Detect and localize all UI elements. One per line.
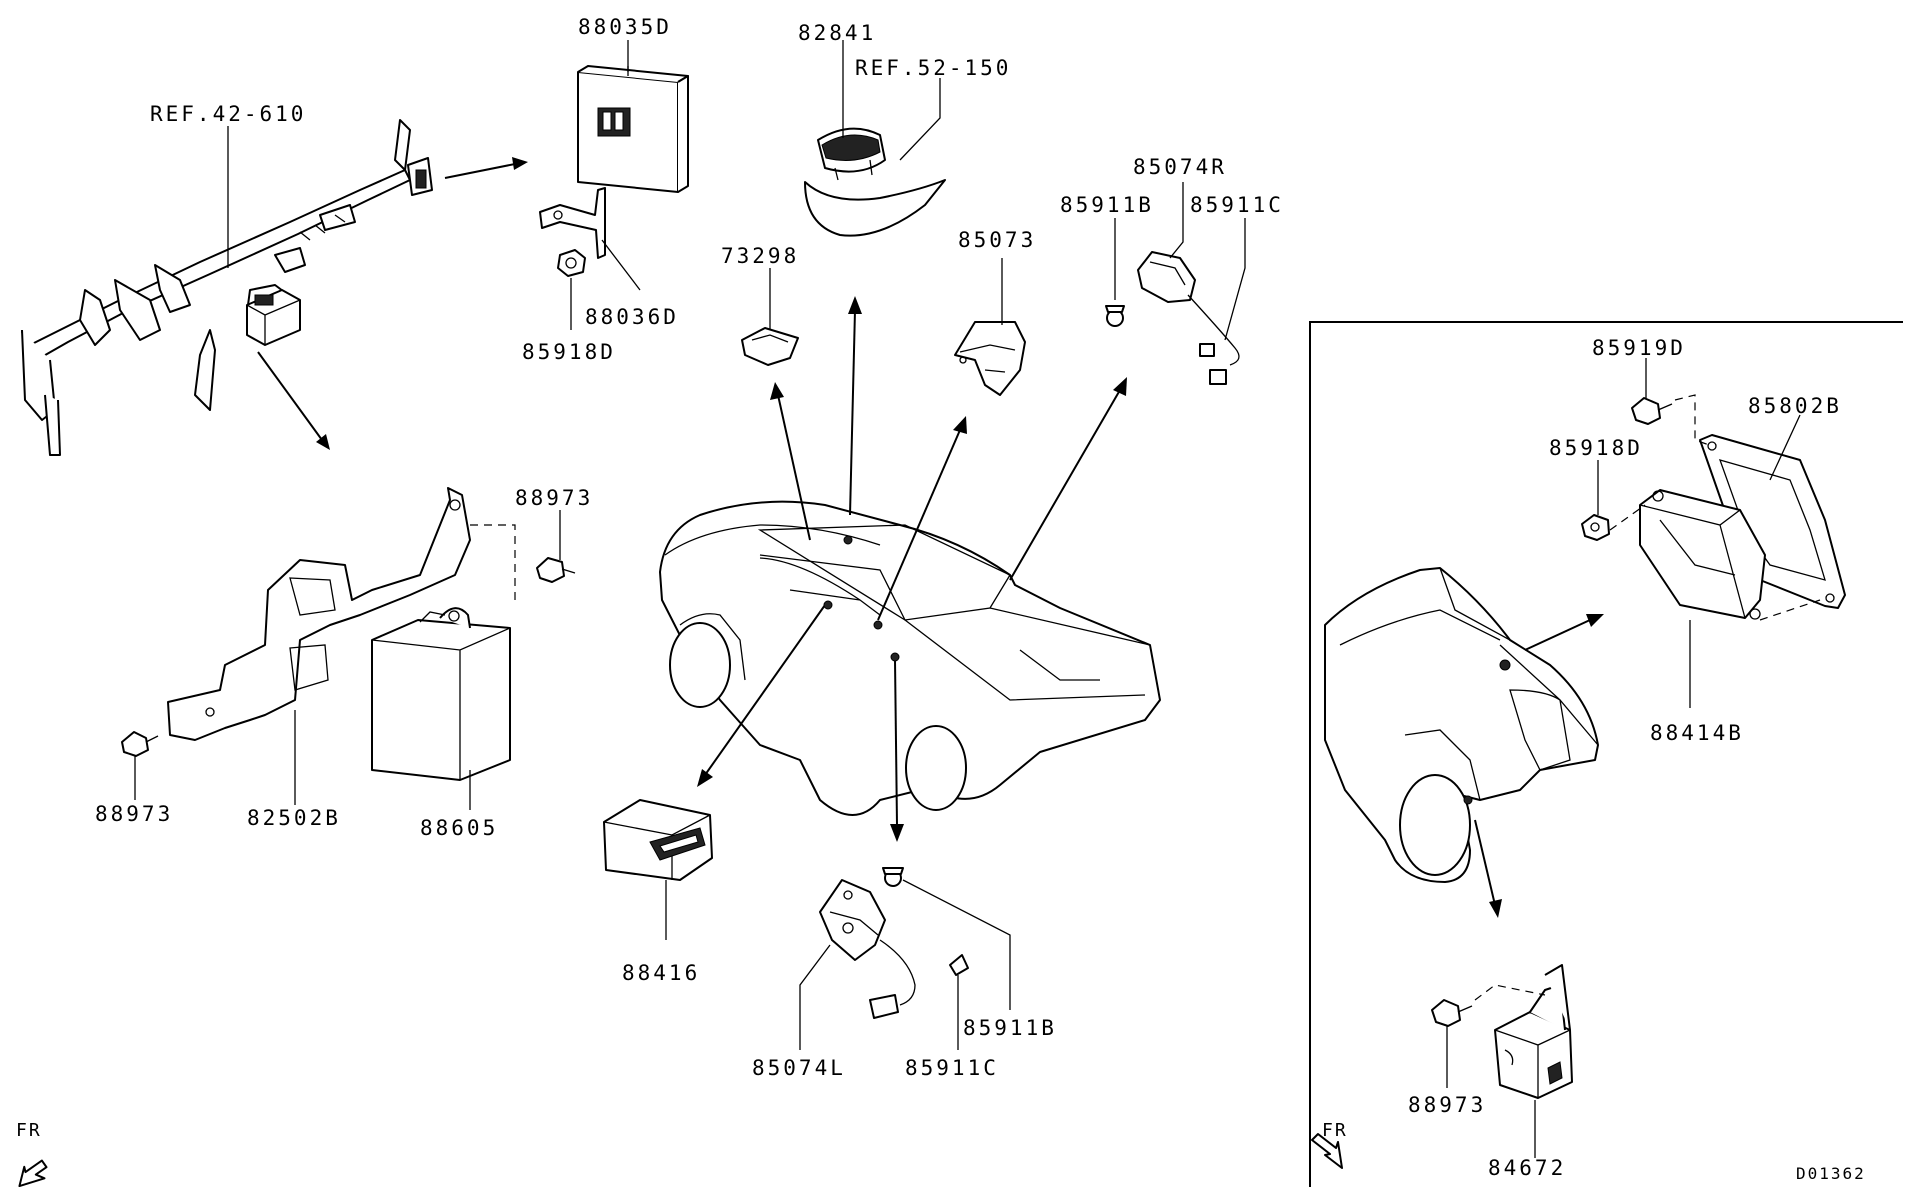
sensor-84672 <box>1494 964 1573 1099</box>
module-88035D <box>577 65 689 193</box>
label-85911C-a: 85911C <box>1190 193 1284 217</box>
leader-85802B <box>1769 414 1801 481</box>
arrow-to-88416 <box>704 604 826 776</box>
part-85074L <box>819 879 916 1019</box>
clip-85911B-b <box>882 867 904 887</box>
label-88605: 88605 <box>420 816 499 840</box>
leader-85911B-b <box>902 879 1011 1010</box>
label-85074R: 85074R <box>1133 155 1227 179</box>
part-73298 <box>741 327 799 366</box>
label-85802B: 85802B <box>1748 394 1842 418</box>
bracket-82502B <box>167 487 471 741</box>
arrow-to-82502B <box>257 351 323 441</box>
fr-arrow-icon <box>18 1159 48 1188</box>
part-82841 <box>804 127 946 237</box>
label-88416: 88416 <box>622 961 701 985</box>
leader-85074L <box>799 944 831 1050</box>
label-73298: 73298 <box>721 244 800 268</box>
label-ref-42-610: REF.42-610 <box>150 102 307 126</box>
dashline-85918D-b <box>1609 504 1821 621</box>
arrow-to-82841 <box>849 309 856 516</box>
unit-88605 <box>371 607 511 781</box>
bolt-88973-c <box>1431 999 1473 1027</box>
drawing-code: D01362 <box>1796 1164 1866 1183</box>
bolt-88973-b <box>121 731 159 757</box>
part-85074R <box>1137 251 1240 385</box>
label-85073: 85073 <box>958 228 1037 252</box>
label-88973-c: 88973 <box>1408 1093 1487 1117</box>
arrow-to-85073 <box>877 429 961 621</box>
label-88036D: 88036D <box>585 305 679 329</box>
label-85074L: 85074L <box>752 1056 846 1080</box>
fr-label: FR <box>16 1120 42 1141</box>
leader-88036D <box>601 239 641 291</box>
leader-ref-52-150 <box>899 78 941 161</box>
dashline-88973-c <box>1474 984 1546 1001</box>
arrow-to-88414B <box>1524 619 1591 651</box>
label-88035D: 88035D <box>578 15 672 39</box>
arrow-to-84672 <box>1474 819 1496 906</box>
nut-85918D <box>557 249 586 277</box>
nut-85918D-b <box>1581 514 1610 541</box>
label-85919D: 85919D <box>1592 336 1686 360</box>
label-82841: 82841 <box>798 21 877 45</box>
vehicle-center <box>659 500 1161 816</box>
unit-88414B <box>1639 489 1766 620</box>
label-85911B-a: 85911B <box>1060 193 1154 217</box>
dash-reinforcement-beam <box>21 119 433 456</box>
arrow-to-88035D <box>444 162 521 179</box>
label-85911C-b: 85911C <box>905 1056 999 1080</box>
part-85073 <box>954 321 1026 396</box>
beam-module <box>246 289 301 346</box>
fr-arrow-icon <box>1311 1133 1343 1169</box>
label-88973-a: 88973 <box>515 486 594 510</box>
label-88414B: 88414B <box>1650 721 1744 745</box>
label-85918D-b: 85918D <box>1549 436 1643 460</box>
bracket-88036D <box>539 187 606 259</box>
label-85911B-b: 85911B <box>963 1016 1057 1040</box>
leader-85074R <box>1169 182 1184 259</box>
arrow-to-85074R <box>1009 389 1121 581</box>
arrow-to-73298 <box>777 394 811 541</box>
bolt-88973-a <box>536 557 576 583</box>
clip-85911B-a <box>1105 305 1125 327</box>
bolt-85919D <box>1631 397 1673 425</box>
part-88416 <box>603 799 713 881</box>
label-82502B: 82502B <box>247 806 341 830</box>
label-84672: 84672 <box>1488 1156 1567 1180</box>
arrow-to-85074L <box>894 659 898 826</box>
inset-frame <box>1309 321 1903 1187</box>
label-ref-52-150: REF.52-150 <box>855 56 1012 80</box>
dashline-85919D <box>1674 394 1713 447</box>
label-85918D-a: 85918D <box>522 340 616 364</box>
dashline-88973-a <box>470 524 516 600</box>
clip-85911C-b <box>949 954 969 976</box>
fr-label: FR <box>1322 1120 1348 1141</box>
label-88973-b: 88973 <box>95 802 174 826</box>
vehicle-inset <box>1324 567 1599 883</box>
leader-85911C-a <box>1224 218 1246 341</box>
